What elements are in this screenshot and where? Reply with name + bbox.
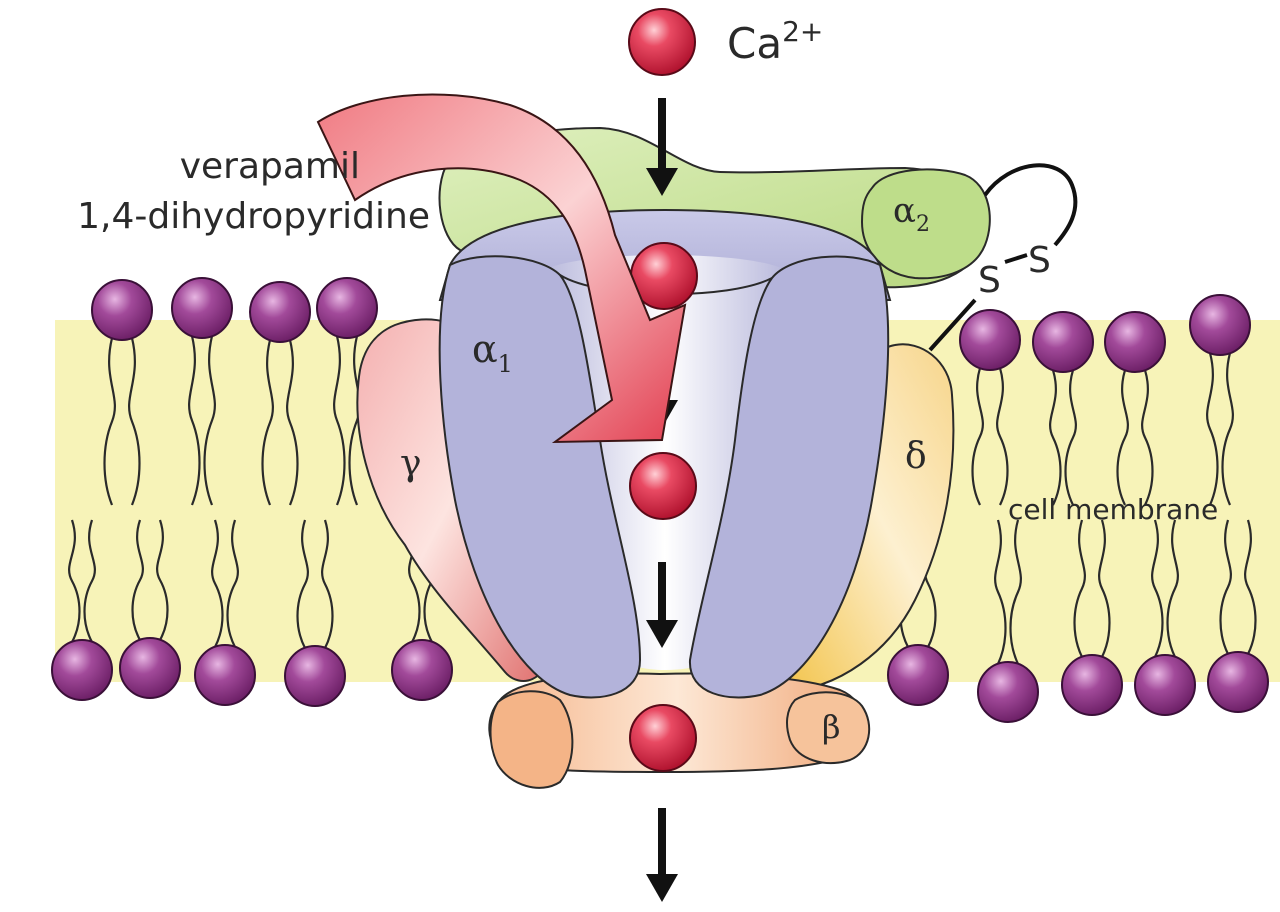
lipid-tail xyxy=(156,519,169,641)
lipid-head xyxy=(171,277,233,339)
lipid-tail xyxy=(1244,519,1257,655)
alpha2-lobe xyxy=(860,168,991,280)
lipid-tail xyxy=(203,335,216,506)
alpha1-subscript: 1 xyxy=(498,350,513,378)
lipid-head xyxy=(51,639,113,701)
ion-label: Ca2+ xyxy=(727,15,823,68)
lipid-tail xyxy=(68,519,81,643)
lipid-tail xyxy=(333,335,346,506)
drug-name-dihydropyridine: 1,4-dihydropyridine xyxy=(77,196,430,237)
delta-label: δ xyxy=(905,436,927,477)
lipid-tail xyxy=(128,337,141,506)
lipid-head xyxy=(1189,294,1251,356)
lipid-tail xyxy=(286,339,299,506)
lipid-head xyxy=(1207,651,1269,713)
calcium-ions xyxy=(628,8,698,772)
lipid-tail xyxy=(1221,352,1234,506)
lipid-head xyxy=(316,277,378,339)
lipid-head xyxy=(284,645,346,707)
gamma-label: γ xyxy=(400,443,422,484)
lipid-heads xyxy=(51,277,1269,723)
lipid-tail xyxy=(1049,369,1062,506)
lipid-tail xyxy=(188,335,201,506)
lipid-tail xyxy=(971,367,984,506)
lipid-tail xyxy=(1009,519,1022,665)
lipid-tail xyxy=(1151,519,1164,658)
flow-arrow xyxy=(646,98,678,196)
lipid-tail xyxy=(1206,352,1219,506)
lipid-head xyxy=(1134,654,1196,716)
lipid-tail xyxy=(261,339,274,506)
lipid-tail xyxy=(211,519,224,648)
alpha1-right-half xyxy=(688,255,890,699)
flow-arrow xyxy=(646,562,678,648)
ion-charge: 2+ xyxy=(782,15,823,48)
beta-label: β xyxy=(822,708,841,746)
beta-left-lobe xyxy=(489,690,574,789)
disulfide-bond xyxy=(1004,253,1028,264)
lipid-tail xyxy=(994,519,1007,665)
lipid-head xyxy=(887,644,949,706)
lipid-head xyxy=(1061,654,1123,716)
lipid-head xyxy=(194,644,256,706)
calcium-ion xyxy=(628,8,696,76)
drug-binding-arrow xyxy=(316,93,687,444)
flow-arrow xyxy=(646,808,678,902)
disulfide-loop xyxy=(983,163,1078,247)
lipid-head xyxy=(249,281,311,343)
disulfide-s1: S xyxy=(978,260,1001,301)
beta-right-lobe xyxy=(786,691,871,765)
lipid-tail xyxy=(1073,519,1086,658)
calcium-ion xyxy=(629,452,697,520)
disulfide-s2: S xyxy=(1028,240,1051,281)
lipid-head xyxy=(391,639,453,701)
alpha1-left-half xyxy=(438,255,642,699)
lipid-head xyxy=(1104,311,1166,373)
lipid-tail xyxy=(1116,369,1129,506)
lipid-head xyxy=(977,661,1039,723)
lipid-tail xyxy=(348,335,361,506)
lipid-head xyxy=(1032,311,1094,373)
lipid-head xyxy=(91,279,153,341)
lipid-tail xyxy=(226,519,239,648)
delta-tether xyxy=(928,298,977,352)
lipid-tail xyxy=(1098,519,1111,658)
lipid-tail xyxy=(296,519,309,649)
alpha2-label: α2 xyxy=(893,191,930,237)
lipid-tail xyxy=(996,367,1009,506)
membrane-label: cell membrane xyxy=(1008,493,1218,526)
alpha2-subscript: 2 xyxy=(916,212,930,237)
lipid-tails xyxy=(68,335,1257,665)
lipid-tail xyxy=(1064,369,1077,506)
lipid-tail xyxy=(103,337,116,506)
lipid-head xyxy=(959,309,1021,371)
lipid-tail xyxy=(83,519,96,643)
lipid-tail xyxy=(1166,519,1179,658)
alpha1-label: α1 xyxy=(472,327,513,378)
lipid-tail xyxy=(321,519,334,649)
lipid-head xyxy=(119,637,181,699)
drug-name-verapamil: verapamil xyxy=(180,146,360,187)
lipid-tail xyxy=(1141,369,1154,506)
calcium-ion xyxy=(629,704,697,772)
lipid-tail xyxy=(131,519,144,641)
lipid-tail xyxy=(1219,519,1232,655)
